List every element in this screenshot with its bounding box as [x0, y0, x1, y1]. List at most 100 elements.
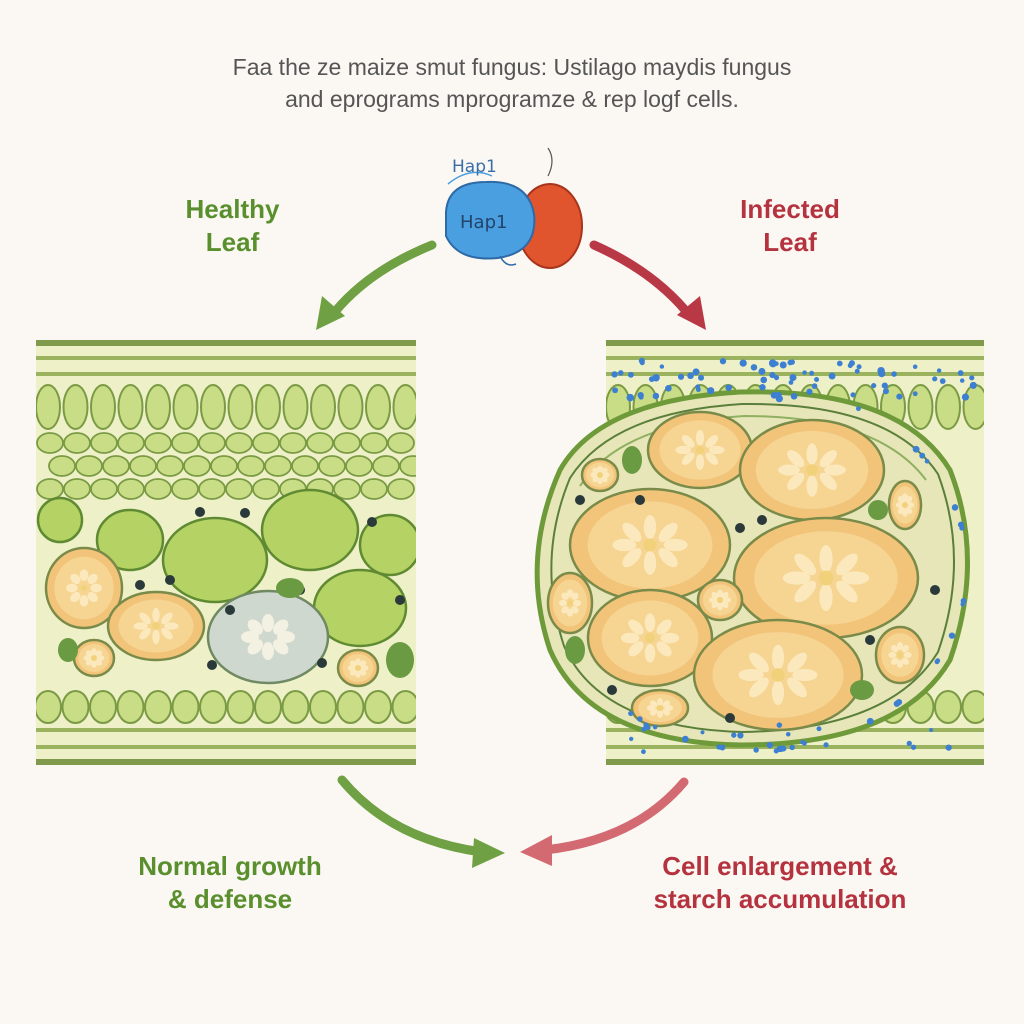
mesophyll-cell [225, 478, 253, 500]
palisade-cell [145, 384, 171, 430]
healthy-leaf-title: Healthy Leaf [140, 193, 325, 259]
palisade-cell [172, 384, 199, 430]
lower-cell [199, 690, 227, 724]
palisade-cell [255, 384, 281, 430]
lower-cell [226, 690, 255, 724]
infected-leaf-section [534, 340, 984, 765]
mesophyll-cell [156, 455, 184, 477]
lower-cell [254, 690, 282, 724]
healthy-caption-line-1: Normal growth [138, 851, 322, 881]
starch-cell [732, 516, 920, 640]
lower-cell [171, 690, 200, 724]
mesophyll-cell [90, 478, 118, 500]
palisade-cell [365, 384, 391, 430]
starch-cell [44, 546, 124, 630]
healthy-title-line-1: Healthy [185, 194, 280, 224]
mesophyll-cell [183, 455, 211, 477]
title-line-2: and eprograms mprogramze & rep logf cell… [285, 86, 739, 112]
infected-caption: Cell enlargement & starch accumulation [630, 850, 930, 916]
starch-cell [887, 479, 923, 531]
palisade-cell [310, 384, 336, 430]
mesophyll-cell [318, 455, 346, 477]
mesophyll-cell [225, 432, 253, 454]
mesophyll-cell [36, 478, 64, 500]
hap1-protein-complex [445, 147, 583, 269]
mesophyll-cell [144, 478, 172, 500]
mesophyll-cell [48, 455, 76, 477]
healthy-leaf-section [36, 340, 416, 765]
hap1-label-top: Hap1 [452, 157, 497, 177]
lower-cell [391, 690, 416, 724]
large-green-cell [358, 513, 416, 577]
mesophyll-cell [75, 455, 103, 477]
healthy-caption-line-2: & defense [167, 884, 293, 914]
tumor-mass [534, 389, 970, 748]
arrow-infected-to-bottom [520, 777, 689, 866]
arrow-to-infected [589, 240, 706, 330]
mesophyll-cell [198, 432, 226, 454]
starch-cell [646, 410, 754, 490]
title-line-1: Faa the ze maize smut fungus: Ustilago m… [232, 54, 792, 80]
starch-cell [546, 571, 594, 635]
mesophyll-cell [372, 455, 400, 477]
mesophyll-cell [171, 478, 199, 500]
infected-leaf-title: Infected Leaf [700, 193, 880, 259]
infected-caption-line-1: Cell enlargement & [662, 851, 898, 881]
mesophyll-cell [264, 455, 292, 477]
mesophyll-cell [291, 455, 319, 477]
starch-cell [586, 588, 714, 688]
lower-cell [281, 690, 310, 724]
mesophyll-cell [360, 432, 388, 454]
arrow-to-healthy [316, 240, 437, 330]
palisade-cell [392, 384, 416, 430]
blue-protein-blob [445, 180, 536, 260]
mesophyll-cell [36, 432, 64, 454]
lower-cell [364, 690, 392, 724]
mesophyll-cell [399, 455, 416, 477]
mesophyll-cell [252, 432, 280, 454]
healthy-caption: Normal growth & defense [110, 850, 350, 916]
lower-cell [336, 690, 365, 724]
palisade-cell [117, 384, 144, 430]
arrow-healthy-to-bottom [337, 775, 505, 868]
starch-cell [630, 688, 690, 728]
mesophyll-cell [102, 455, 130, 477]
starch-cell [696, 578, 744, 622]
large-green-cell [161, 516, 269, 604]
large-green-cell [95, 508, 165, 572]
mesophyll-cell [144, 432, 172, 454]
palisade-cell [90, 384, 116, 430]
lower-cell [144, 690, 172, 724]
palisade-cell [337, 384, 364, 430]
palisade-cell [200, 384, 226, 430]
mesophyll-cell [237, 455, 265, 477]
starch-cell [692, 618, 864, 732]
mesophyll-cell [360, 478, 388, 500]
lower-cell [36, 690, 62, 724]
hap1-label-inner: Hap1 [460, 212, 507, 233]
lower-cell [116, 690, 145, 724]
mesophyll-cell [345, 455, 373, 477]
mesophyll-cell [63, 432, 91, 454]
palisade-cell [227, 384, 254, 430]
mesophyll-cell [279, 432, 307, 454]
starch-cell [336, 648, 380, 688]
mesophyll-cell [117, 478, 145, 500]
infected-caption-line-2: starch accumulation [653, 884, 907, 914]
palisade-cell [62, 384, 89, 430]
palisade-cell [36, 384, 61, 430]
mesophyll-cell [333, 478, 361, 500]
mesophyll-cell [90, 432, 118, 454]
starch-cell [106, 590, 206, 662]
starch-cell [738, 418, 886, 522]
mesophyll-cell [306, 432, 334, 454]
mesophyll-cell [387, 432, 415, 454]
mesophyll-cell [129, 455, 157, 477]
starch-cell [580, 457, 620, 493]
lower-cell [61, 690, 90, 724]
lower-cell [309, 690, 337, 724]
mesophyll-cell [252, 478, 280, 500]
starch-cell [874, 625, 926, 685]
mesophyll-cell [63, 478, 91, 500]
